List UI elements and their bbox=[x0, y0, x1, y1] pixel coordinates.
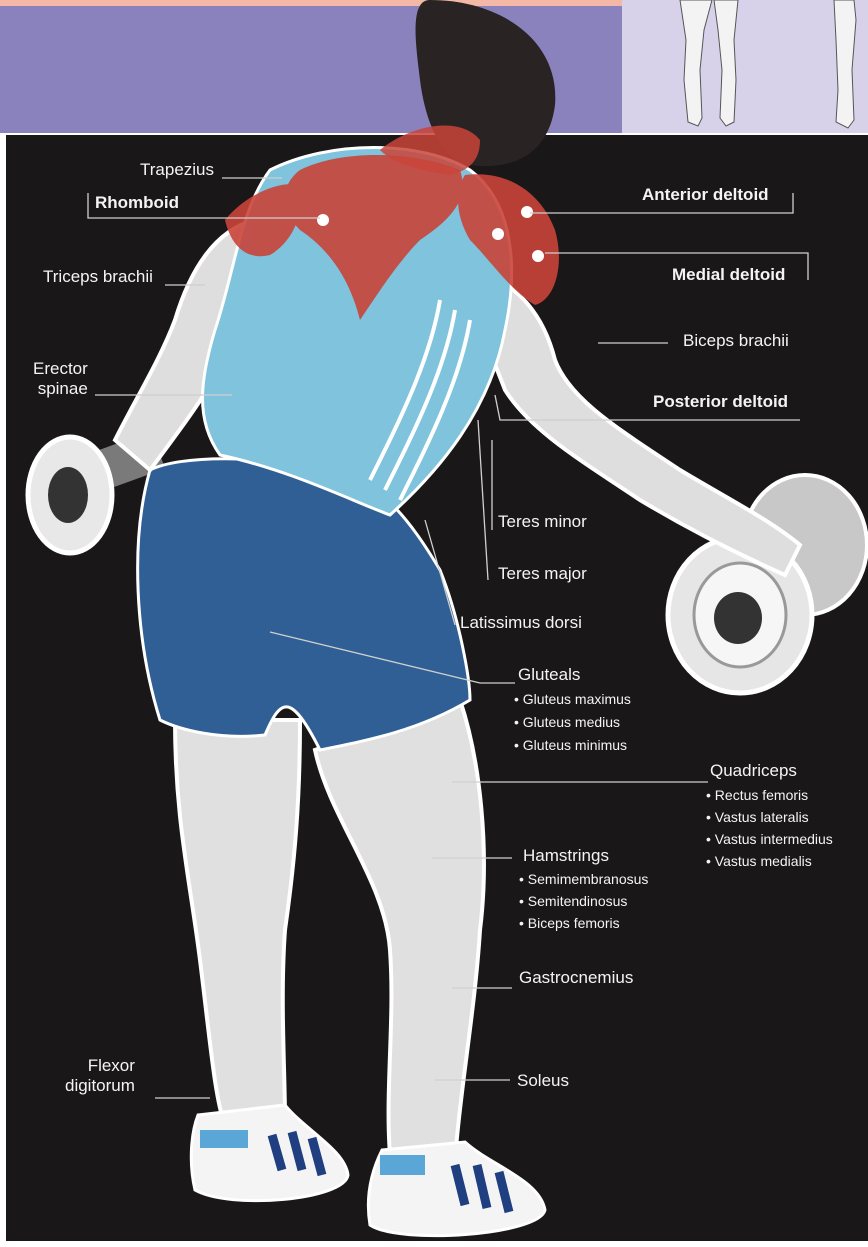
label-gluteals: Gluteals bbox=[518, 665, 580, 685]
label-gluteus-maximus: • Gluteus maximus bbox=[514, 690, 631, 708]
label-anterior-deltoid: Anterior deltoid bbox=[642, 185, 769, 205]
label-gastrocnemius: Gastrocnemius bbox=[519, 968, 633, 988]
label-rectus-femoris: • Rectus femoris bbox=[706, 786, 808, 804]
label-erector-spinae: Erector spinae bbox=[33, 359, 88, 399]
label-biceps-femoris: • Biceps femoris bbox=[519, 914, 620, 932]
label-teres-minor: Teres minor bbox=[498, 512, 587, 532]
label-posterior-deltoid: Posterior deltoid bbox=[653, 392, 788, 412]
shorts bbox=[138, 459, 470, 750]
label-latissimus-dorsi: Latissimus dorsi bbox=[460, 613, 582, 633]
label-teres-major: Teres major bbox=[498, 564, 587, 584]
label-triceps-brachii: Triceps brachii bbox=[43, 267, 153, 287]
label-semimembranosus: • Semimembranosus bbox=[519, 870, 648, 888]
label-vastus-lateralis: • Vastus lateralis bbox=[706, 808, 809, 826]
shoes bbox=[191, 1105, 545, 1236]
label-gluteus-minimus: • Gluteus minimus bbox=[514, 736, 627, 754]
label-trapezius: Trapezius bbox=[140, 160, 214, 180]
legs bbox=[175, 700, 484, 1160]
label-hamstrings: Hamstrings bbox=[523, 846, 609, 866]
label-rhomboid: Rhomboid bbox=[95, 193, 179, 213]
label-quadriceps: Quadriceps bbox=[710, 761, 797, 781]
label-vastus-medialis: • Vastus medialis bbox=[706, 852, 812, 870]
label-vastus-intermedius: • Vastus intermedius bbox=[706, 830, 833, 848]
label-flexor-digitorum: Flexor digitorum bbox=[65, 1056, 135, 1096]
head bbox=[380, 0, 555, 175]
label-semitendinosus: • Semitendinosus bbox=[519, 892, 627, 910]
label-gluteus-medius: • Gluteus medius bbox=[514, 713, 620, 731]
label-medial-deltoid: Medial deltoid bbox=[672, 265, 785, 285]
label-soleus: Soleus bbox=[517, 1071, 569, 1091]
label-biceps-brachii: Biceps brachii bbox=[683, 331, 789, 351]
